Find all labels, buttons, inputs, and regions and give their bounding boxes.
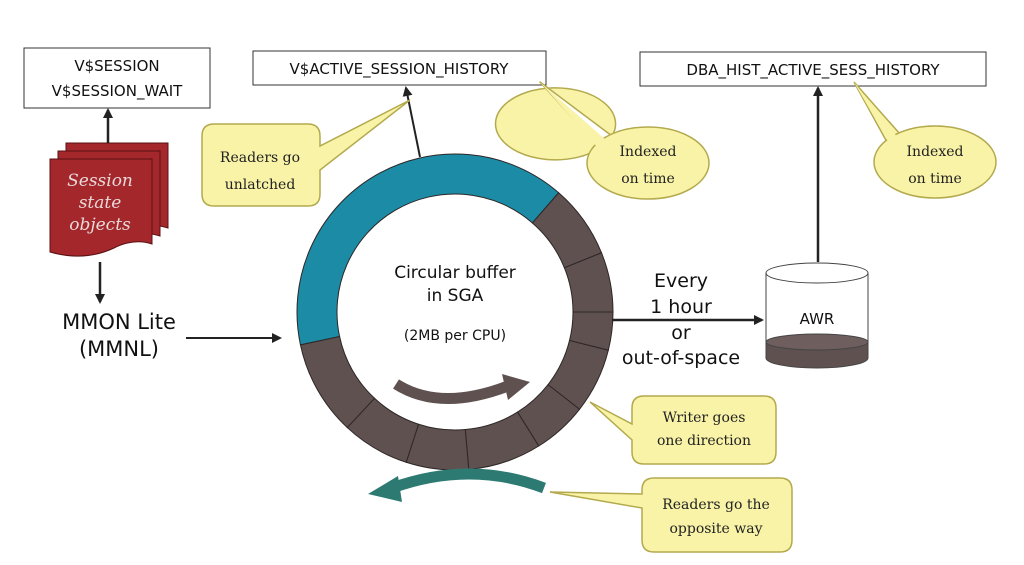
mmon-lite-label: MMON Lite (MMNL) — [62, 310, 176, 361]
session-wait-view-label: V$SESSION_WAIT — [52, 82, 183, 101]
callout-readers-unlatched-line1: Readers go — [220, 150, 300, 166]
session-views-box: V$SESSION V$SESSION_WAIT — [23, 47, 211, 109]
flush-line4: out-of-space — [622, 347, 740, 369]
buffer-line2: in SGA — [427, 286, 484, 306]
callout-readers-opposite-line2: opposite way — [669, 521, 762, 537]
callout-indexed-ash-line2: on time — [621, 171, 675, 187]
session-objects-line2: state — [79, 193, 122, 213]
writer-direction-arrow — [393, 374, 530, 404]
ash-view-box: V$ACTIVE_SESSION_HISTORY — [252, 50, 547, 86]
flush-line3: or — [671, 322, 691, 344]
mmon-line2: (MMNL) — [79, 337, 159, 361]
dba-hist-box: DBA_HIST_ACTIVE_SESS_HISTORY — [639, 51, 987, 87]
callout-indexed-ash-line1: Indexed — [620, 144, 677, 160]
ring-segment-teal — [296, 153, 560, 346]
buffer-line1: Circular buffer — [394, 263, 516, 283]
session-objects-line1: Session — [67, 171, 133, 191]
arrow-buffer-to-ash — [402, 86, 421, 158]
callout-writer: Writer goes one direction — [589, 395, 777, 465]
dba-hist-label: DBA_HIST_ACTIVE_SESS_HISTORY — [686, 61, 940, 80]
callout-readers-unlatched-line2: unlatched — [225, 177, 296, 193]
awr-cylinder: AWR — [765, 262, 869, 369]
buffer-label: Circular buffer in SGA (2MB per CPU) — [394, 263, 516, 344]
callout-writer-line2: one direction — [657, 433, 751, 449]
reader-direction-arrow — [368, 468, 546, 502]
flush-condition-label: Every 1 hour or out-of-space — [622, 270, 740, 369]
callout-readers-opposite-line1: Readers go the — [662, 497, 770, 513]
buffer-line3: (2MB per CPU) — [404, 328, 506, 344]
callout-indexed-ash: Indexed on time — [494, 81, 710, 200]
flush-line1: Every — [654, 270, 708, 292]
circular-buffer-ring — [296, 153, 614, 471]
callout-readers-opposite: Readers go the opposite way — [549, 477, 793, 553]
ash-view-label: V$ACTIVE_SESSION_HISTORY — [290, 60, 510, 79]
callout-writer-line1: Writer goes — [663, 410, 746, 426]
session-view-label: V$SESSION — [74, 57, 159, 75]
callout-readers-unlatched: Readers go unlatched — [201, 99, 411, 207]
mmon-line1: MMON Lite — [62, 310, 176, 334]
ring-segment-brown — [299, 335, 376, 429]
flush-line2: 1 hour — [650, 296, 712, 318]
awr-label: AWR — [800, 310, 835, 328]
session-state-objects: Session state objects — [49, 142, 169, 257]
callout-indexed-awr: Indexed on time — [853, 81, 997, 199]
callout-indexed-awr-line2: on time — [908, 171, 962, 187]
session-objects-line3: objects — [69, 215, 131, 235]
callout-indexed-awr-line1: Indexed — [907, 144, 964, 160]
